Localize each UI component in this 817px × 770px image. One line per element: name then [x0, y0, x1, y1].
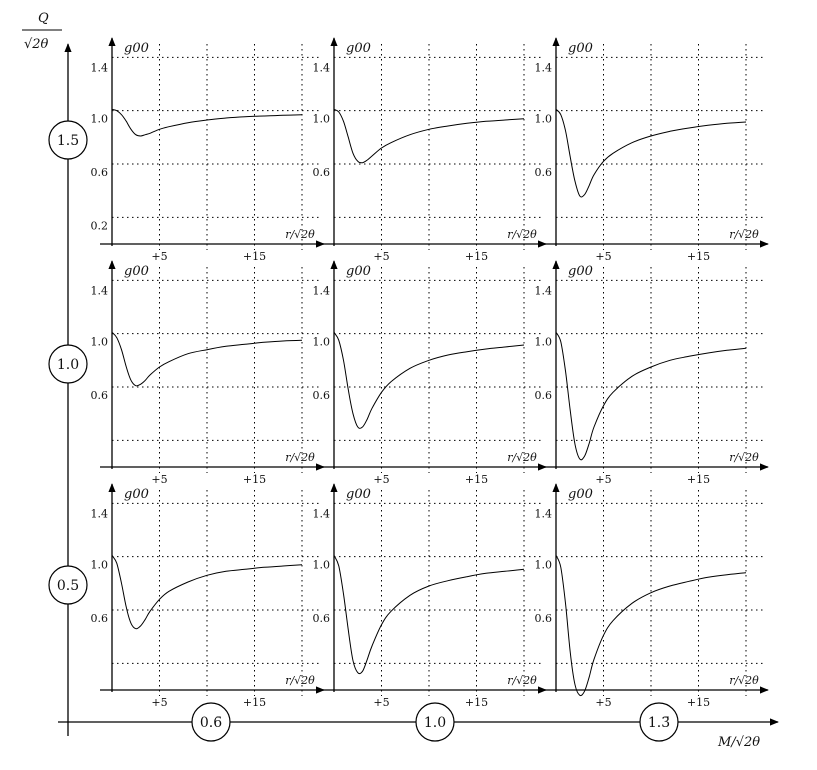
xtick-label: +5 [151, 473, 167, 486]
svg-text:0.5: 0.5 [57, 578, 79, 594]
panel-xlabel: r/√2θ [729, 451, 759, 464]
g00-curve [333, 332, 525, 429]
ytick-label: 1.4 [313, 507, 331, 520]
g00-curve [111, 108, 303, 137]
svg-text:1.3̄: 1.3̄ [648, 715, 670, 731]
svg-text:1.0: 1.0 [424, 715, 446, 731]
ytick-label: 1.0 [91, 336, 109, 349]
panel-ylabel: g00 [124, 487, 149, 502]
xtick-label: +15 [243, 473, 266, 486]
xtick-label: +15 [243, 250, 266, 263]
ytick-label: 1.4 [535, 61, 553, 74]
panel-ylabel: g00 [346, 264, 371, 279]
panel-ylabel: g00 [124, 264, 149, 279]
panel-xlabel: r/√2θ [285, 451, 315, 464]
xtick-label: +15 [243, 696, 266, 709]
ytick-label: 1.0 [91, 113, 109, 126]
xtick-label: +15 [687, 696, 710, 709]
panel-xlabel: r/√2θ [507, 228, 537, 241]
panel-xlabel: r/√2θ [507, 451, 537, 464]
ytick-label: 1.0 [313, 559, 331, 572]
panel-xlabel: r/√2θ [285, 228, 315, 241]
ytick-label: 1.4 [535, 507, 553, 520]
g00-curve [555, 108, 747, 198]
xtick-label: +15 [687, 250, 710, 263]
ytick-label: 0.6 [313, 612, 331, 625]
panel-r2-c2: 1.4 1.0 0.6 +5 +15 g00 r/√2θ [535, 483, 769, 709]
svg-text:1.0: 1.0 [57, 357, 79, 373]
ytick-label: 1.0 [535, 559, 553, 572]
panel-ylabel: g00 [568, 41, 593, 56]
svg-text:0.6̄: 0.6̄ [200, 715, 222, 731]
ytick-label: 1.0 [535, 336, 553, 349]
panel-r1-c1: 1.4 1.0 0.6 +5 +15 g00 r/√2θ [313, 260, 547, 486]
col-badge-m-1.0: 1.0 [415, 702, 455, 742]
panel-r0-c2: 1.4 1.0 0.6 +5 +15 g00 r/√2θ [535, 37, 769, 263]
ytick-label: 0.6 [91, 389, 109, 402]
panel-r2-c0: 1.4 1.0 0.6 +5 +15 g00 r/√2θ [91, 483, 325, 709]
ytick-label: 0.6 [535, 166, 553, 179]
ytick-label: 1.4 [91, 61, 109, 74]
ytick-label: 1.4 [313, 61, 331, 74]
svg-text:1.5: 1.5 [57, 133, 79, 149]
ytick-label: 1.0 [535, 113, 553, 126]
panel-r0-c0: 1.4 1.0 0.6 0.2 +5 +15 g00 r/√2θ [91, 37, 325, 263]
ytick-label: 1.0 [313, 113, 331, 126]
ytick-label: 1.0 [313, 336, 331, 349]
ytick-label: 1.4 [535, 284, 553, 297]
xtick-label: +15 [465, 250, 488, 263]
panel-r0-c1: 1.4 1.0 0.6 +5 +15 g00 r/√2θ [313, 37, 547, 263]
xtick-label: +15 [465, 473, 488, 486]
panel-xlabel: r/√2θ [729, 674, 759, 687]
ytick-label: 0.6 [535, 612, 553, 625]
panel-ylabel: g00 [346, 487, 371, 502]
panel-xlabel: r/√2θ [729, 228, 759, 241]
q-axis-label-numerator: Q [38, 11, 49, 26]
panel-ylabel: g00 [346, 41, 371, 56]
m-axis-label: M/√2θ [717, 735, 760, 750]
ytick-label: 0.6 [313, 166, 331, 179]
panel-ylabel: g00 [568, 264, 593, 279]
xtick-label: +15 [465, 696, 488, 709]
panel-r1-c0: 1.4 1.0 0.6 +5 +15 g00 r/√2θ [91, 260, 325, 486]
ytick-label: 0.6 [91, 612, 109, 625]
ytick-label: 0.6 [91, 166, 109, 179]
panel-xlabel: r/√2θ [285, 674, 315, 687]
panel-grid: 1.4 1.0 0.6 0.2 +5 +15 g00 r/√2θ 1.4 1.0 0.6 +5 +15 g… [91, 37, 769, 709]
xtick-label: +5 [373, 696, 389, 709]
g00-curve [333, 555, 525, 675]
xtick-label: +5 [151, 250, 167, 263]
col-badge-m-0.6: 0.6̄ [191, 702, 231, 742]
row-badge-q-1.0: 1.0 [48, 344, 88, 384]
panel-ylabel: g00 [124, 41, 149, 56]
g00-curve [555, 555, 747, 697]
xtick-label: +5 [595, 250, 611, 263]
g00-curve [555, 332, 747, 461]
ytick-label: 0.2 [91, 219, 109, 232]
ytick-label: 1.4 [91, 284, 109, 297]
xtick-label: +5 [595, 696, 611, 709]
panel-r1-c2: 1.4 1.0 0.6 +5 +15 g00 r/√2θ [535, 260, 769, 486]
xtick-label: +5 [373, 250, 389, 263]
g00-curve [333, 108, 525, 164]
ytick-label: 1.4 [313, 284, 331, 297]
ytick-label: 0.6 [535, 389, 553, 402]
col-badge-m-1.3: 1.3̄ [639, 702, 679, 742]
ytick-label: 0.6 [313, 389, 331, 402]
xtick-label: +5 [373, 473, 389, 486]
g00-curve [111, 555, 303, 630]
xtick-label: +5 [595, 473, 611, 486]
panel-xlabel: r/√2θ [507, 674, 537, 687]
xtick-label: +15 [687, 473, 710, 486]
panel-ylabel: g00 [568, 487, 593, 502]
q-axis-label-denominator: √2θ [24, 37, 49, 52]
panel-r2-c1: 1.4 1.0 0.6 +5 +15 g00 r/√2θ [313, 483, 547, 709]
ytick-label: 1.0 [91, 559, 109, 572]
ytick-label: 1.4 [91, 507, 109, 520]
g00-curve [111, 331, 303, 387]
xtick-label: +5 [151, 696, 167, 709]
row-badge-q-0.5: 0.5 [48, 565, 88, 605]
row-badge-q-1.5: 1.5 [48, 120, 88, 160]
